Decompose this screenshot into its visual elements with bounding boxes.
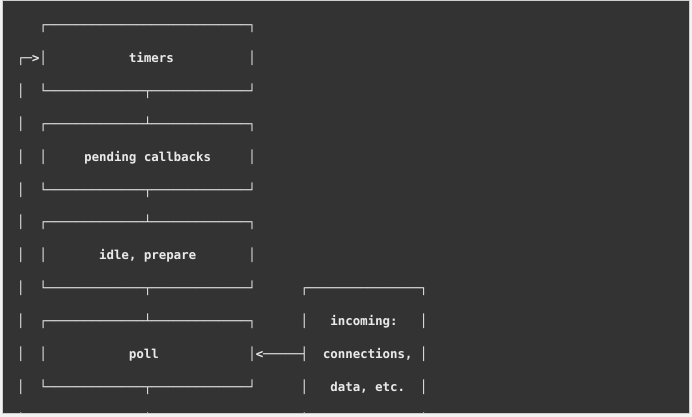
event-loop-ascii-diagram: ┌───────────────────────────┐ ┌─>│ timer… bbox=[17, 17, 428, 413]
